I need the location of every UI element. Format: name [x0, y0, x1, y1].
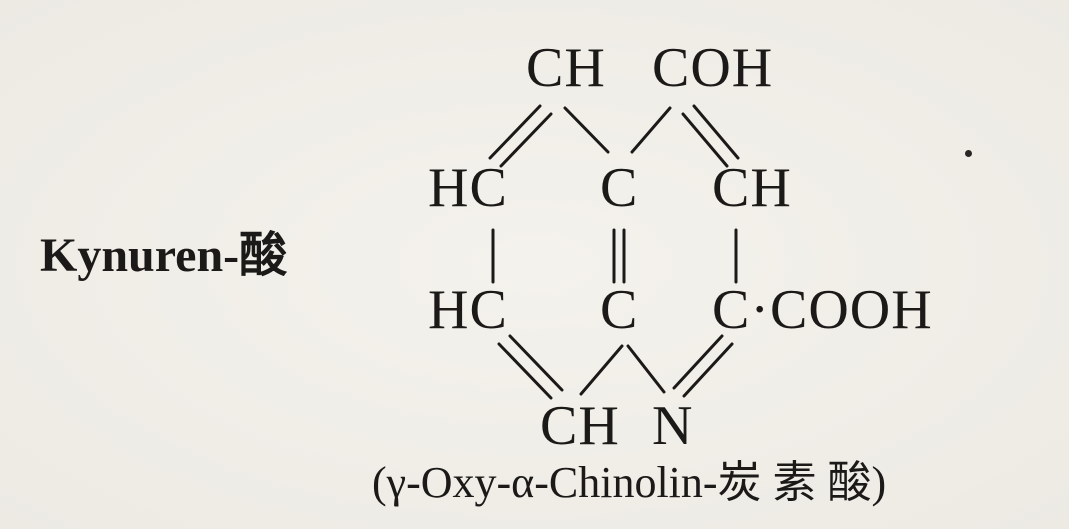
atom-top-right: COH	[652, 37, 774, 99]
compound-name: Kynuren-酸	[40, 229, 288, 282]
bond-c-n	[626, 344, 666, 394]
bond-n-c-b	[672, 334, 724, 390]
bond-ch-hc-top-b	[499, 112, 553, 168]
atom-mid-center-lower: C	[600, 279, 639, 341]
bond-c-coh	[630, 106, 672, 154]
bond-coh-ch-b	[681, 112, 729, 168]
caption: (γ-Oxy-α-Chinolin-炭 素 酸)	[372, 458, 887, 507]
atom-bottom-right: N	[652, 395, 694, 457]
bond-hc-ch-bottom-b	[508, 334, 564, 392]
ink-speck	[965, 150, 972, 157]
bond-ch-hc-top-a	[488, 104, 542, 160]
bond-hc-ch-bottom-a	[497, 342, 553, 400]
atom-mid-center-upper: C	[600, 157, 639, 219]
bond-ch-c-top	[563, 106, 610, 154]
atom-mid-right-upper: CH	[712, 157, 792, 219]
atom-mid-left-upper: HC	[428, 157, 508, 219]
bond-n-c-a	[682, 342, 734, 398]
atom-mid-left-lower: HC	[428, 279, 508, 341]
atom-top-left: CH	[526, 37, 606, 99]
bond-coh-ch-a	[692, 104, 740, 160]
bond-ch-c-bottom	[579, 344, 624, 396]
atom-mid-right-lower: C·COOH	[712, 279, 933, 341]
atom-bottom-left: CH	[540, 395, 620, 457]
